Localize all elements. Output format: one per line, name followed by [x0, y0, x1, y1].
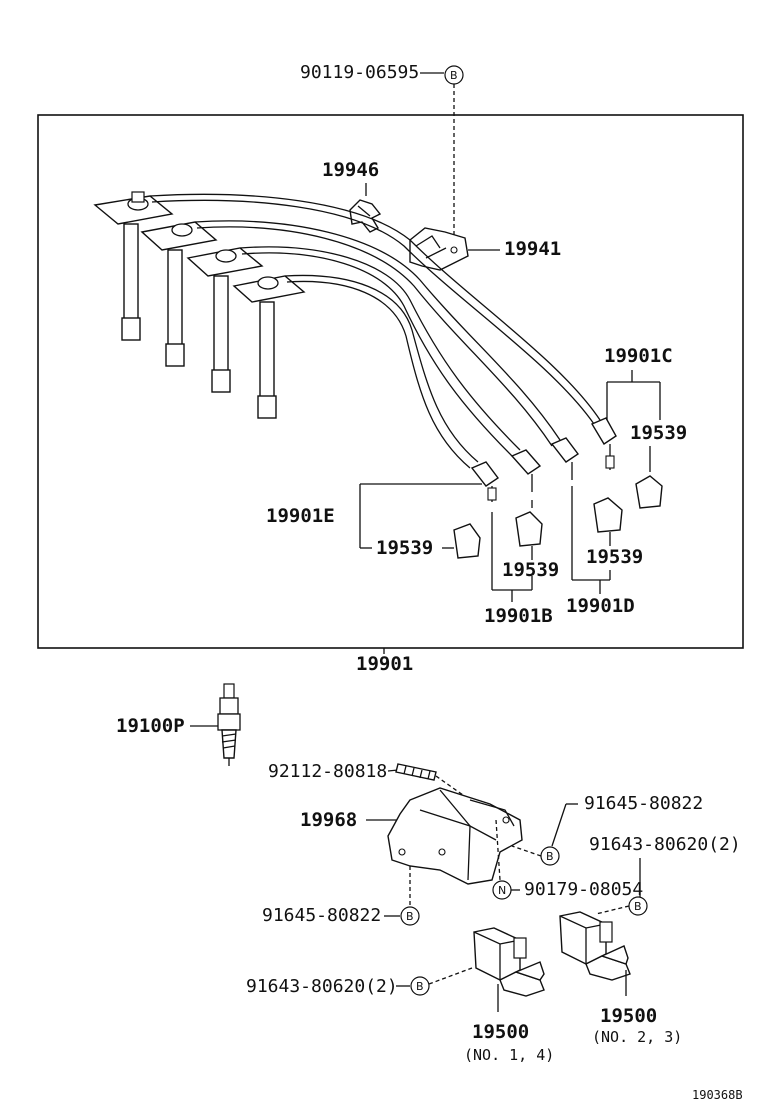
figure-id: 190368B — [692, 1088, 743, 1102]
wire-terminals — [470, 417, 617, 502]
bolt-bracket-right[interactable]: 91645-80822 B — [511, 793, 703, 866]
boot-cap-c[interactable]: 19539 — [630, 422, 687, 509]
bolt-bracket-left[interactable]: 91645-80822 B — [262, 905, 420, 926]
nut-90179[interactable]: N 90179-08054 — [492, 879, 643, 900]
label-boot-c: 19539 — [630, 422, 687, 444]
wire-b-callout[interactable]: 19901B — [484, 500, 553, 627]
marker-b-coil-r: B — [634, 900, 642, 913]
ignition-coil-right[interactable]: 19500 (NO. 2, 3) — [559, 911, 682, 1046]
label-nut: 90179-08054 — [524, 879, 643, 900]
label-stud: 92112-80818 — [268, 761, 387, 782]
marker-b-bracket-l: B — [406, 910, 414, 923]
label-boot-e: 19539 — [376, 537, 433, 559]
marker-b-bracket-r: B — [546, 850, 554, 863]
ignition-wires — [149, 193, 601, 469]
marker-n: N — [498, 884, 506, 897]
label-bolt-top: 90119-06595 — [300, 62, 419, 83]
clamp-19946[interactable]: 19946 — [322, 159, 382, 233]
spark-plug-19100p[interactable]: 19100P — [116, 683, 241, 766]
label-clamp-b: 19941 — [504, 238, 561, 260]
label-wire-d: 19901D — [566, 595, 635, 617]
plug-boots — [93, 191, 306, 419]
label-bolt-coil-l: 91643-80620(2) — [246, 976, 398, 997]
wire-c-callout[interactable]: 19901C — [604, 345, 673, 420]
label-bolt-coil-r: 91643-80620(2) — [589, 834, 741, 855]
marker-b-coil-l: B — [416, 980, 424, 993]
label-bolt-bracket-r: 91645-80822 — [584, 793, 703, 814]
bracket-19968[interactable]: 19968 — [300, 787, 523, 906]
wire-d-callout[interactable]: 19901D — [566, 486, 635, 617]
label-wire-b: 19901B — [484, 605, 553, 627]
label-wire-c: 19901C — [604, 345, 673, 367]
stud-92112[interactable]: 92112-80818 — [268, 761, 471, 801]
wire-set-frame — [37, 114, 744, 649]
label-coil-r-note: (NO. 2, 3) — [592, 1028, 682, 1046]
boot-cap-b[interactable]: 19539 — [502, 511, 559, 581]
label-boot-d: 19539 — [586, 546, 643, 568]
wire-set-callout[interactable]: 19901 — [356, 648, 413, 675]
label-spark-plug: 19100P — [116, 715, 185, 737]
bolt-coil-left[interactable]: 91643-80620(2) B — [246, 967, 473, 997]
label-coil-r: 19500 — [600, 1005, 657, 1027]
label-coil-l-note: (NO. 1, 4) — [464, 1046, 554, 1064]
wire-e-callout[interactable]: 19901E 19539 — [266, 483, 482, 559]
label-bolt-bracket-l: 91645-80822 — [262, 905, 381, 926]
label-clamp-a: 19946 — [322, 159, 379, 181]
label-bracket: 19968 — [300, 809, 357, 831]
marker-b-top: B — [450, 69, 458, 82]
label-wire-e: 19901E — [266, 505, 335, 527]
bolt-top-callout[interactable]: 90119-06595 B — [300, 62, 464, 245]
bolt-coil-right[interactable]: 91643-80620(2) B — [589, 834, 741, 916]
clamp-19941[interactable]: 19941 — [409, 227, 561, 271]
label-wire-set: 19901 — [356, 653, 413, 675]
ignition-coil-left[interactable]: 19500 (NO. 1, 4) — [464, 927, 554, 1064]
label-boot-b: 19539 — [502, 559, 559, 581]
boot-cap-d[interactable]: 19539 — [586, 497, 643, 568]
label-coil-l: 19500 — [472, 1021, 529, 1043]
